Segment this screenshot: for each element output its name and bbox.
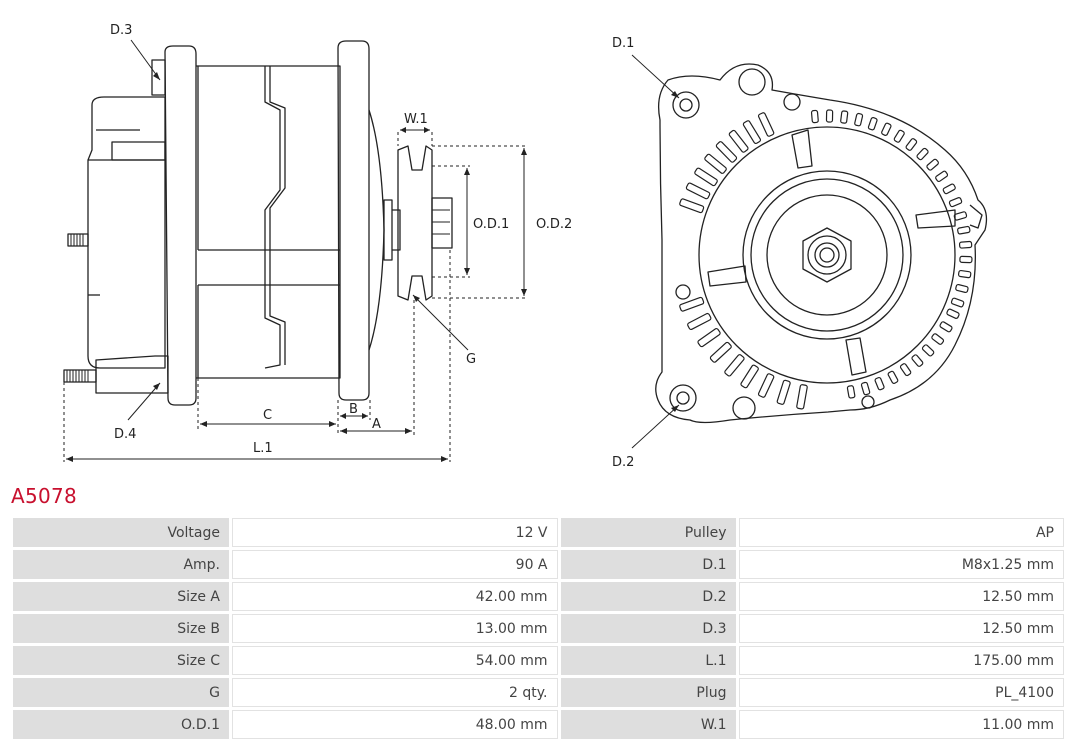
label-w1: W.1 bbox=[404, 112, 428, 127]
spec-right-value: 12.50 mm bbox=[738, 614, 1064, 643]
label-d1: D.1 bbox=[612, 36, 634, 51]
spec-right-label: D.3 bbox=[560, 614, 736, 643]
side-view-dimensions bbox=[63, 132, 528, 462]
label-a: A bbox=[372, 417, 381, 432]
spec-right-value: 12.50 mm bbox=[738, 582, 1064, 611]
spec-left-label: Size B bbox=[13, 614, 229, 643]
spec-left-label: Size C bbox=[13, 646, 229, 675]
spec-left-value: 2 qty. bbox=[232, 678, 558, 707]
spec-left-value: 90 A bbox=[232, 550, 558, 579]
spec-right-label: D.2 bbox=[560, 582, 736, 611]
technical-drawing: D.3 D.4 W.1 O.D.1 O.D.2 G C B A L.1 D.1 … bbox=[63, 23, 988, 470]
front-view bbox=[655, 63, 988, 424]
spec-right-value: AP bbox=[738, 518, 1064, 547]
spec-right-value: 175.00 mm bbox=[738, 646, 1064, 675]
spec-left-value: 48.00 mm bbox=[232, 710, 558, 739]
spec-left-value: 12 V bbox=[232, 518, 558, 547]
product-code: A5078 bbox=[11, 484, 78, 508]
spec-right-value: M8x1.25 mm bbox=[738, 550, 1064, 579]
side-view bbox=[63, 40, 453, 406]
spec-left-value: 54.00 mm bbox=[232, 646, 558, 675]
spec-left-label: Amp. bbox=[13, 550, 229, 579]
spec-left-label: Voltage bbox=[13, 518, 229, 547]
spec-left-value: 42.00 mm bbox=[232, 582, 558, 611]
label-b: B bbox=[349, 402, 358, 417]
spec-right-value: PL_4100 bbox=[738, 678, 1064, 707]
label-od2: O.D.2 bbox=[536, 217, 572, 232]
spec-right-label: L.1 bbox=[560, 646, 736, 675]
label-l1: L.1 bbox=[253, 441, 273, 456]
spec-right-label: Pulley bbox=[560, 518, 736, 547]
spec-right-label: Plug bbox=[560, 678, 736, 707]
label-c: C bbox=[263, 408, 272, 423]
spec-right-label: D.1 bbox=[560, 550, 736, 579]
spec-left-label: O.D.1 bbox=[13, 710, 229, 739]
spec-right-label: W.1 bbox=[560, 710, 736, 739]
label-g: G bbox=[466, 352, 476, 367]
spec-left-label: Size A bbox=[13, 582, 229, 611]
label-d3: D.3 bbox=[110, 23, 132, 38]
label-d4: D.4 bbox=[114, 427, 136, 442]
spec-left-label: G bbox=[13, 678, 229, 707]
spec-right-value: 11.00 mm bbox=[738, 710, 1064, 739]
label-d2: D.2 bbox=[612, 455, 634, 470]
spec-left-value: 13.00 mm bbox=[232, 614, 558, 643]
label-od1: O.D.1 bbox=[473, 217, 509, 232]
